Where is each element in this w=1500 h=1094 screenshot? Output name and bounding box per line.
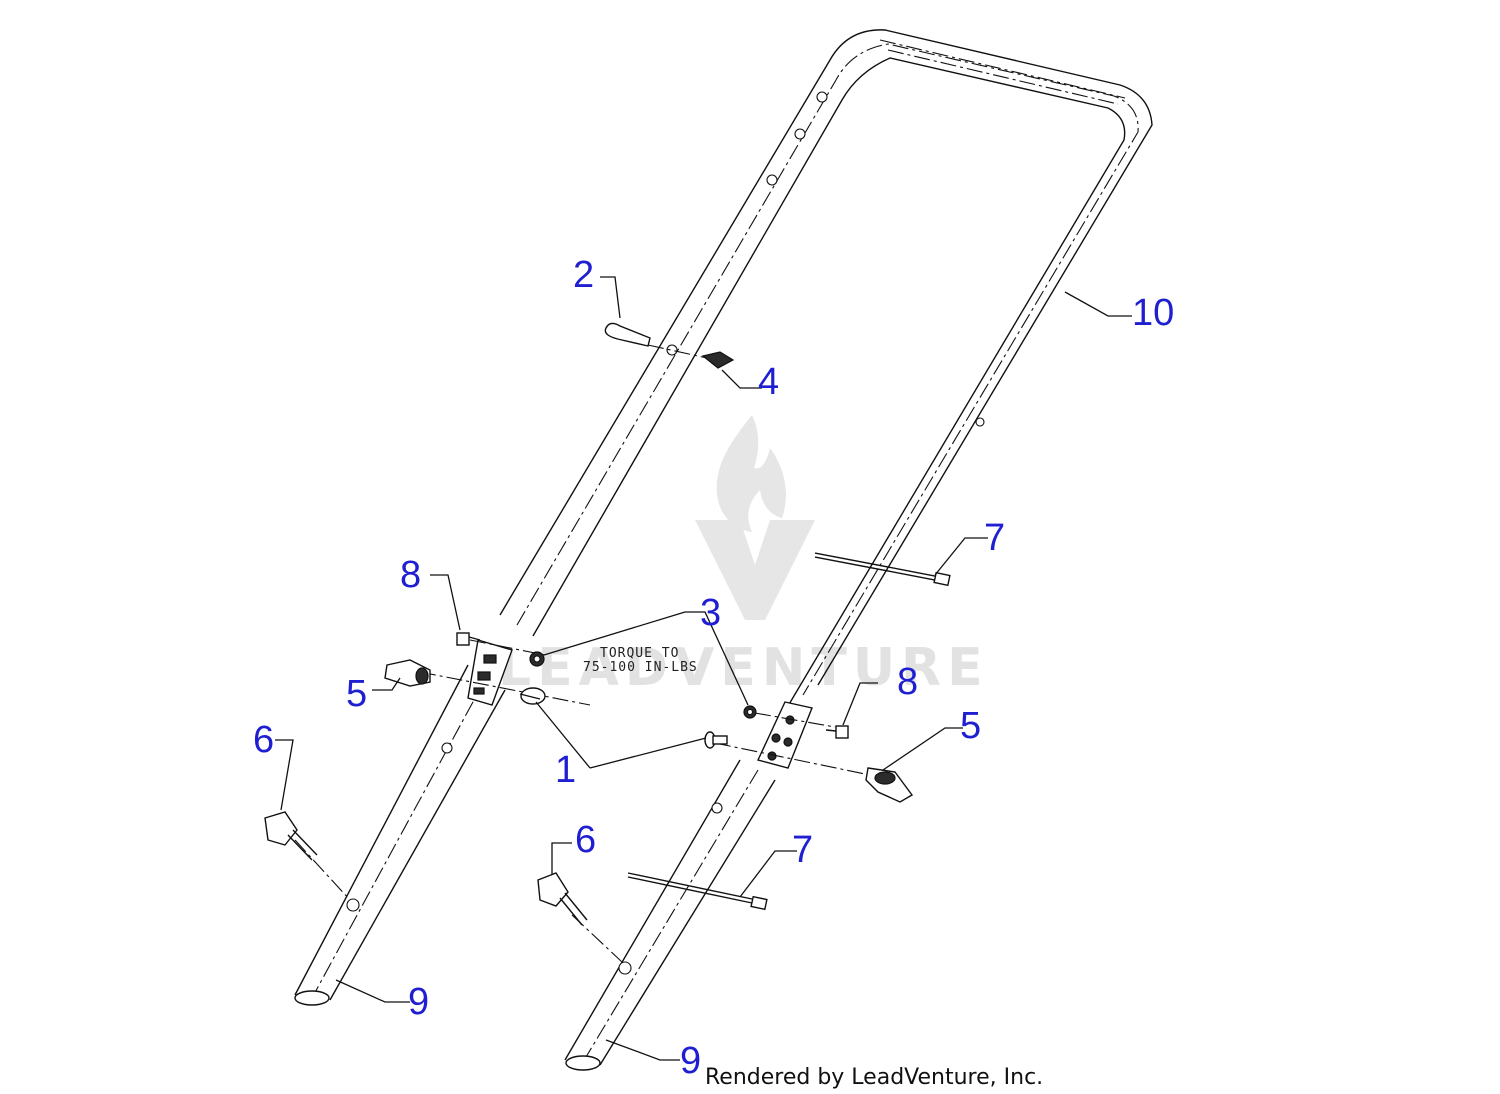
part-8-bolt-left [456, 632, 481, 646]
callout-3: 3 [700, 592, 721, 634]
lower-handle-right [564, 759, 776, 1071]
watermark-flame-icon [716, 415, 786, 532]
callout-8-left: 8 [400, 554, 421, 596]
lower-handle-left [294, 664, 506, 1006]
callout-9-left: 9 [408, 981, 429, 1023]
callout-4: 4 [758, 361, 779, 403]
upper-handle-hole [975, 417, 985, 427]
callout-9-right: 9 [680, 1040, 701, 1082]
upper-handle [499, 29, 1153, 707]
upper-handle-hole [666, 344, 678, 356]
torque-note: TORQUE TO 75-100 IN-LBS [583, 646, 698, 675]
callout-2: 2 [573, 254, 594, 296]
leader-lines [275, 276, 1132, 1061]
callout-6-left: 6 [253, 719, 274, 761]
part-5-knob-right [865, 767, 914, 803]
part-7-cable-tie-upper [814, 552, 951, 587]
part-3-nut-left [529, 651, 545, 667]
upper-handle-hole [794, 128, 806, 140]
upper-handle-hole [816, 91, 828, 103]
render-credit: Rendered by LeadVenture, Inc. [705, 1065, 1043, 1090]
lower-handle-hole [441, 742, 453, 754]
lower-handle-hole [711, 802, 723, 814]
part-5-knob-left [384, 659, 431, 687]
bracket-plate-right [757, 701, 813, 769]
upper-handle-hole [766, 174, 778, 186]
part-4-cable-guide [701, 351, 735, 369]
callout-1: 1 [555, 749, 576, 791]
callout-6-right: 6 [575, 819, 596, 861]
callout-5-right: 5 [960, 705, 981, 747]
torque-note-line-1: TORQUE TO [600, 646, 679, 661]
part-6-knob-bolt-right [537, 872, 588, 926]
part-7-cable-tie-lower [627, 872, 768, 911]
part-3-nut-right [743, 705, 757, 719]
callout-10: 10 [1132, 292, 1174, 334]
part-1-bolt-right [704, 731, 728, 749]
torque-note-line-2: 75-100 IN-LBS [583, 660, 698, 675]
watermark-v-icon [695, 520, 815, 620]
watermark: LEADVENTURE [498, 415, 983, 698]
callouts: 1 2 3 4 5 5 6 6 7 7 8 8 9 9 10 [253, 254, 1174, 1082]
part-2-hook [604, 322, 651, 347]
part-6-knob-bolt-left [264, 811, 318, 861]
callout-8-right: 8 [897, 661, 918, 703]
part-8-bolt-right [825, 725, 849, 739]
part-1-bolt-left [519, 687, 546, 705]
callout-7-upper: 7 [984, 517, 1005, 559]
lower-handle-hole [346, 898, 360, 912]
callout-5-left: 5 [346, 673, 367, 715]
callout-7-lower: 7 [792, 829, 813, 871]
lower-handle-hole [618, 961, 632, 975]
